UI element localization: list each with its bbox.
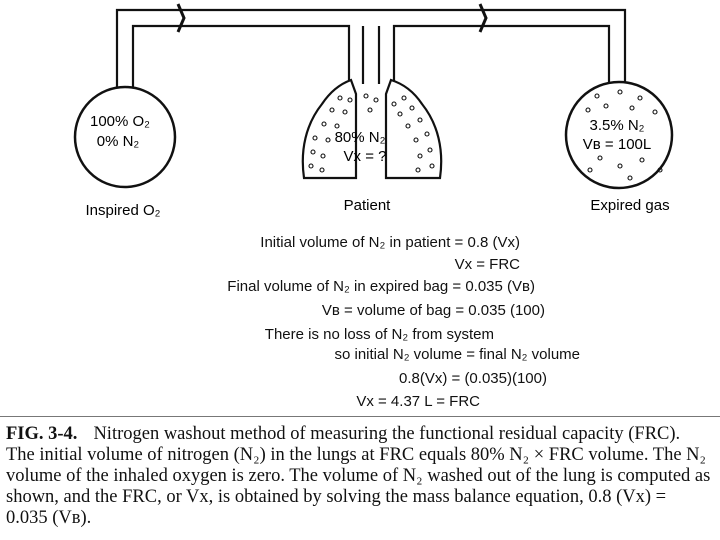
inspired-bag: 100% O₂ 0% N₂ Inspired O₂ [73,85,177,219]
inspired-n2-text: 0% N₂ [97,133,140,150]
patient-n2-text: 80% N₂ [335,129,386,146]
equation-line-3: Final volume of N₂ in expired bag = 0.03… [227,278,535,295]
patient-vx-text: Vx = ? [344,148,387,165]
patient-lungs: 80% N₂ Vx = ? Patient [301,78,443,214]
divider [0,416,720,417]
figure-caption: FIG. 3-4.Nitrogen washout method of meas… [6,424,712,529]
washout-diagram: 100% O₂ 0% N₂ Inspired O₂ 80% N₂ Vx = ? … [73,3,674,219]
patient-label: Patient [344,197,392,214]
inspired-o2-text: 100% O₂ [90,113,150,130]
inspired-o2-label: Inspired O₂ [85,202,160,219]
equation-line-7: 0.8(Vx) = (0.035)(100) [399,370,547,387]
expired-n2-text: 3.5% N₂ [589,117,644,134]
caption-text: Nitrogen washout method of measuring the… [6,424,711,528]
expired-bag: 3.5% N₂ Vʙ = 100L Expired gas [564,80,674,214]
figure-number: FIG. 3-4. [6,424,78,444]
n2-dots [308,93,435,173]
equation-line-2: Vx = FRC [454,256,520,273]
tubing [115,8,627,95]
equation-line-8: Vx = 4.37 L = FRC [356,393,480,410]
expired-gas-label: Expired gas [590,197,669,214]
equation-line-5: There is no loss of N₂ from system [264,326,494,343]
equation-line-4: Vʙ = volume of bag = 0.035 (100) [321,302,545,319]
valve-marks [176,3,488,33]
equation-line-1: Initial volume of N₂ in patient = 0.8 (V… [260,234,520,251]
expired-vb-text: Vʙ = 100L [583,136,651,153]
equation-line-6: so initial N₂ volume = final N₂ volume [334,346,581,363]
expired-dots [585,89,663,181]
